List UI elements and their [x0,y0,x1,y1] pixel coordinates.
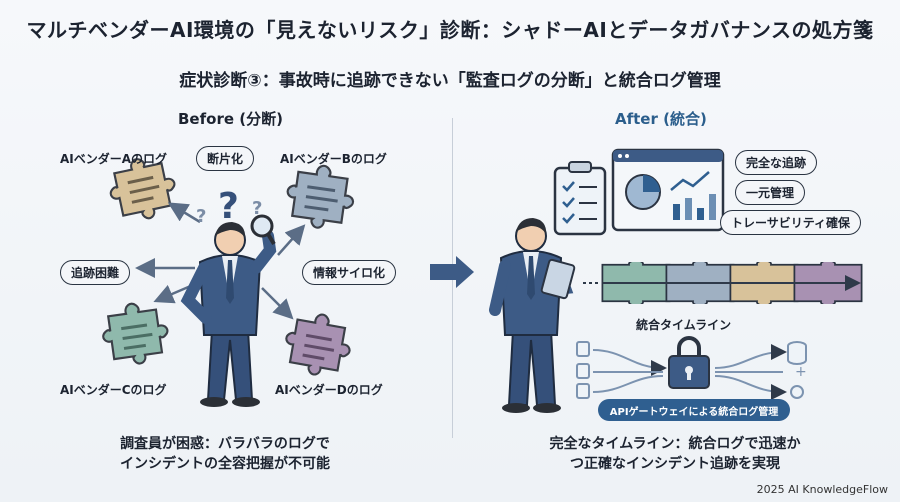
vendor-c-label: AIベンダーCのログ [60,383,167,397]
after-caption-line2: つ正確なインシデント追跡を実現 [570,456,780,472]
before-illustration: ? ? ? [98,151,359,407]
analyst-figure [489,218,576,413]
puzzle-piece-a [103,151,182,227]
database-icon: + [787,341,807,399]
investigator-figure [180,214,277,407]
source-icons [576,341,590,399]
svg-text:?: ? [252,198,262,219]
puzzle-piece-c [98,298,173,370]
after-caption-line1: 完全なタイムライン：統合ログで迅速か [549,436,801,452]
after-illustration: + [489,148,863,413]
footer-credit: 2025 AI KnowledgeFlow [756,483,888,496]
after-caption: 完全なタイムライン：統合ログで迅速か つ正確なインシデント追跡を実現 [500,434,850,474]
svg-text:+: + [795,364,807,380]
before-caption-line1: 調査員が困惑：バラバラのログで [120,436,330,452]
before-caption: 調査員が困惑：バラバラのログで インシデントの全容把握が不可能 [60,434,390,474]
unified-timeline [583,262,863,304]
arrow-to-a [167,202,201,224]
after-label: After (統合) [615,110,707,128]
vendor-d-label: AIベンダーDのログ [275,383,383,397]
full-trace-tag: 完全な追跡 [735,150,818,175]
traceability-tag: トレーサビリティ確保 [720,210,862,235]
trace-difficult-tag: 追跡困難 [60,260,131,285]
gateway-flows [592,344,787,400]
unified-management-tag: 一元管理 [735,180,806,205]
fragment-tag: 断片化 [196,146,255,171]
vendor-b-label: AIベンダーBのログ [280,152,387,166]
arrow-to-d [261,287,294,320]
svg-text:?: ? [196,206,206,227]
info-silo-tag: 情報サイロ化 [302,260,397,285]
puzzle-piece-b [282,160,359,234]
dashboard-icon [611,148,725,232]
before-label: Before (分断) [178,110,283,128]
page-subtitle: 症状診断③：事故時に追跡できない「監査ログの分断」と統合ログ管理 [179,71,721,91]
puzzle-piece-d [279,308,357,381]
before-caption-line2: インシデントの全容把握が不可能 [120,456,330,472]
arrow-to-b [277,224,306,256]
vendor-a-label: AIベンダーAのログ [60,152,168,166]
question-mark-icons: ? ? ? [196,186,262,227]
svg-text:?: ? [218,186,239,227]
gateway-badge: APIゲートウェイによる統合ログ管理 [598,399,790,421]
timeline-label: 統合タイムライン [636,318,732,332]
page-title: マルチベンダーAI環境の「見えないリスク」診断：シャドーAIとデータガバナンスの… [26,18,874,42]
transition-arrow-icon [430,256,474,288]
checklist-icon [553,161,607,236]
lock-icon [668,336,710,389]
